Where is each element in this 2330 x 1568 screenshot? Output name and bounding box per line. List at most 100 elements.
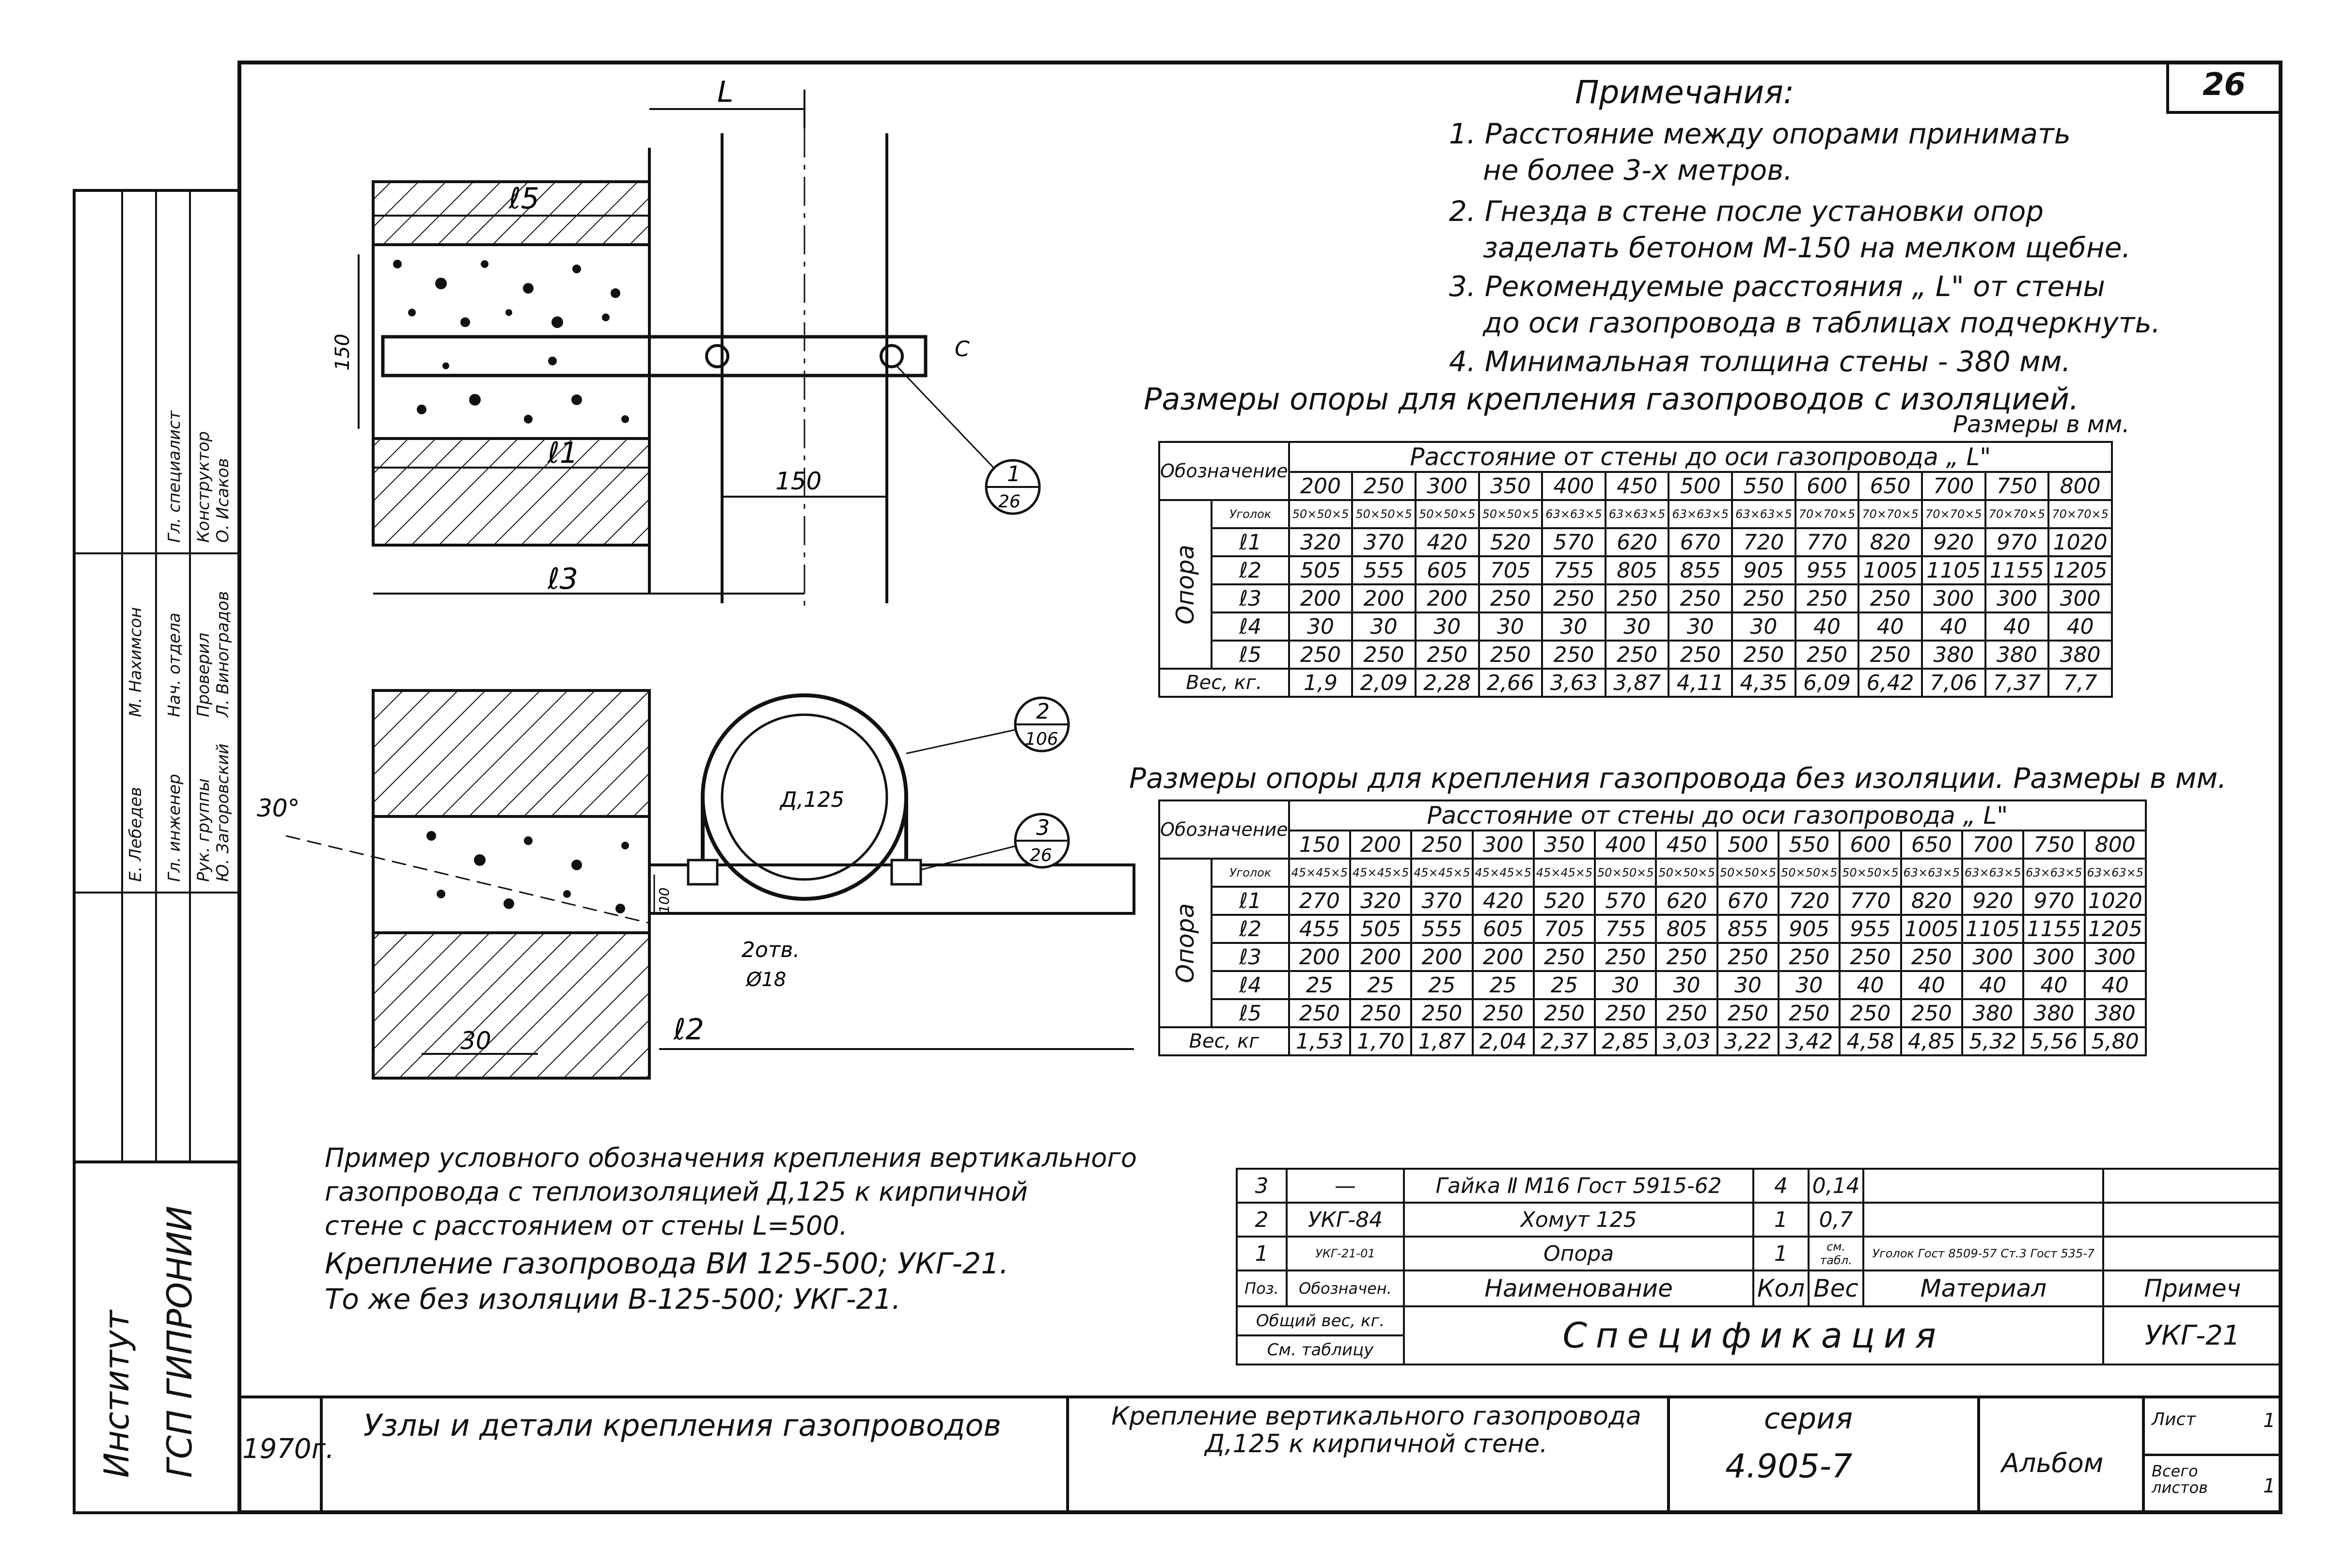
table-cell: 455 [1288,914,1351,944]
table2-title: Размеры опоры для крепления газопровода … [1129,762,2227,795]
role-6: Конструктор [194,431,213,543]
col-header: 550 [1778,830,1841,860]
table-cell: 45×45×5 [1288,858,1351,888]
table-cell: 380 [2083,998,2147,1028]
callout-2-top: 2 [1036,699,1050,724]
row-label: Уголок [1211,858,1290,888]
table-cell: 955 [1839,914,1902,944]
year: 1970г. [242,1433,334,1465]
col-header: 300 [1414,471,1480,501]
table-cell: 300 [1984,583,2050,613]
spec-header-h_pos: Поз. [1236,1270,1288,1307]
spec-material [1862,1202,2105,1238]
dim-100: 100 [656,888,672,913]
table-cell: 250 [1594,998,1657,1028]
table-cell: 25 [1532,970,1596,1000]
dim-30: 30 [460,1027,491,1055]
upper-section-view: L ℓ5 ℓ1 ℓ3 150 150 C 1 26 [331,75,1041,608]
table-cell: 250 [1794,583,1860,613]
weight-cell: 2,28 [1414,668,1480,698]
table-cell: 770 [1839,886,1902,916]
weight-cell: 1,53 [1288,1026,1351,1056]
spec-code: — [1285,1168,1405,1204]
series-number: 4.905-7 [1725,1447,1853,1486]
table-cell: 25 [1349,970,1413,1000]
table-cell: 270 [1288,886,1351,916]
table-cell: 370 [1351,527,1417,557]
table-cell: 50×50×5 [1351,499,1417,529]
dim-L: L [717,75,733,109]
tb-div-2 [1066,1396,1069,1514]
weight-label: Вес, кг. [1158,668,1290,698]
table-cell: 820 [1900,886,1963,916]
spec-header-h_weight: Вес [1807,1270,1865,1307]
row-label: ℓ2 [1211,555,1290,585]
row-label: ℓ3 [1211,942,1290,972]
weight-cell: 5,80 [2083,1026,2147,1056]
table-cell: 300 [1961,942,2025,972]
table-cell: 1155 [2022,914,2086,944]
col-header: 200 [1349,830,1413,860]
example-line-1: Пример условного обозначения крепления в… [325,1143,1137,1173]
note-3b: до оси газопровода в таблицах подчеркнут… [1483,306,2161,339]
spec-pos: 1 [1236,1236,1288,1271]
table-cell: 30 [1716,970,1780,1000]
table-cell: 200 [1349,942,1413,972]
hole-label: 2отв. [741,938,800,962]
col-header: 250 [1410,830,1474,860]
table-cell: 40 [2083,970,2147,1000]
dim-c: C [955,337,970,361]
weight-label: Вес, кг [1158,1026,1290,1056]
row-label: ℓ1 [1211,527,1290,557]
table-cell: 30 [1655,970,1718,1000]
table-cell: 200 [1288,583,1354,613]
row-label: ℓ2 [1211,914,1290,944]
table-cell: 670 [1668,527,1733,557]
table-cell: 50×50×5 [1414,499,1480,529]
table-cell: 200 [1414,583,1480,613]
table-cell: 50×50×5 [1655,858,1718,888]
table-cell: 250 [1351,640,1417,670]
table-cell: 250 [1900,998,1963,1028]
tb-div-6 [2142,1454,2283,1456]
table-cell: 50×50×5 [1478,499,1543,529]
weight-cell: 2,04 [1471,1026,1535,1056]
table-cell: 250 [1716,998,1780,1028]
table-cell: 955 [1794,555,1860,585]
table-cell: 50×50×5 [1839,858,1902,888]
col-header: 500 [1716,830,1780,860]
sheet-number: 26 [2203,67,2246,103]
table-cell: 30 [1668,612,1733,642]
table-cell: 370 [1410,886,1474,916]
header-designation: Обозначение [1158,800,1290,860]
table-cell: 705 [1478,555,1543,585]
example-line-5: То же без изоляции В-125-500; УКГ-21. [325,1283,901,1316]
table-cell: 820 [1858,527,1923,557]
weight-cell: 6,42 [1858,668,1923,698]
side-block-divider-3 [155,189,157,1160]
col-header: 150 [1288,830,1351,860]
spec-see-table-row: См. таблицу [1235,1334,2282,1365]
weight-cell: 2,85 [1594,1026,1657,1056]
table-cell: 250 [1839,998,1902,1028]
note-4: 4. Минимальная толщина стены - 380 мм. [1449,345,2071,378]
table-cell: 570 [1594,886,1657,916]
table-cell: 63×63×5 [1668,499,1733,529]
support-label: Опора [1159,500,1212,669]
table-cell: 63×63×5 [2022,858,2086,888]
table-cell: 40 [2022,970,2086,1000]
spec-header-h_name: Наименование [1403,1270,1755,1307]
sheet-number-box [2166,61,2283,114]
name-1: Е. Лебедев [126,787,145,882]
example-line-3: стене с расстоянием от стены L=500. [325,1210,848,1241]
table-cell: 250 [1541,640,1606,670]
spec-code: УКГ-21-01 [1285,1236,1405,1271]
spec-header-h_material: Материал [1862,1270,2105,1307]
tb-div-4 [1977,1396,1980,1514]
dim-150-h: 150 [775,467,821,495]
